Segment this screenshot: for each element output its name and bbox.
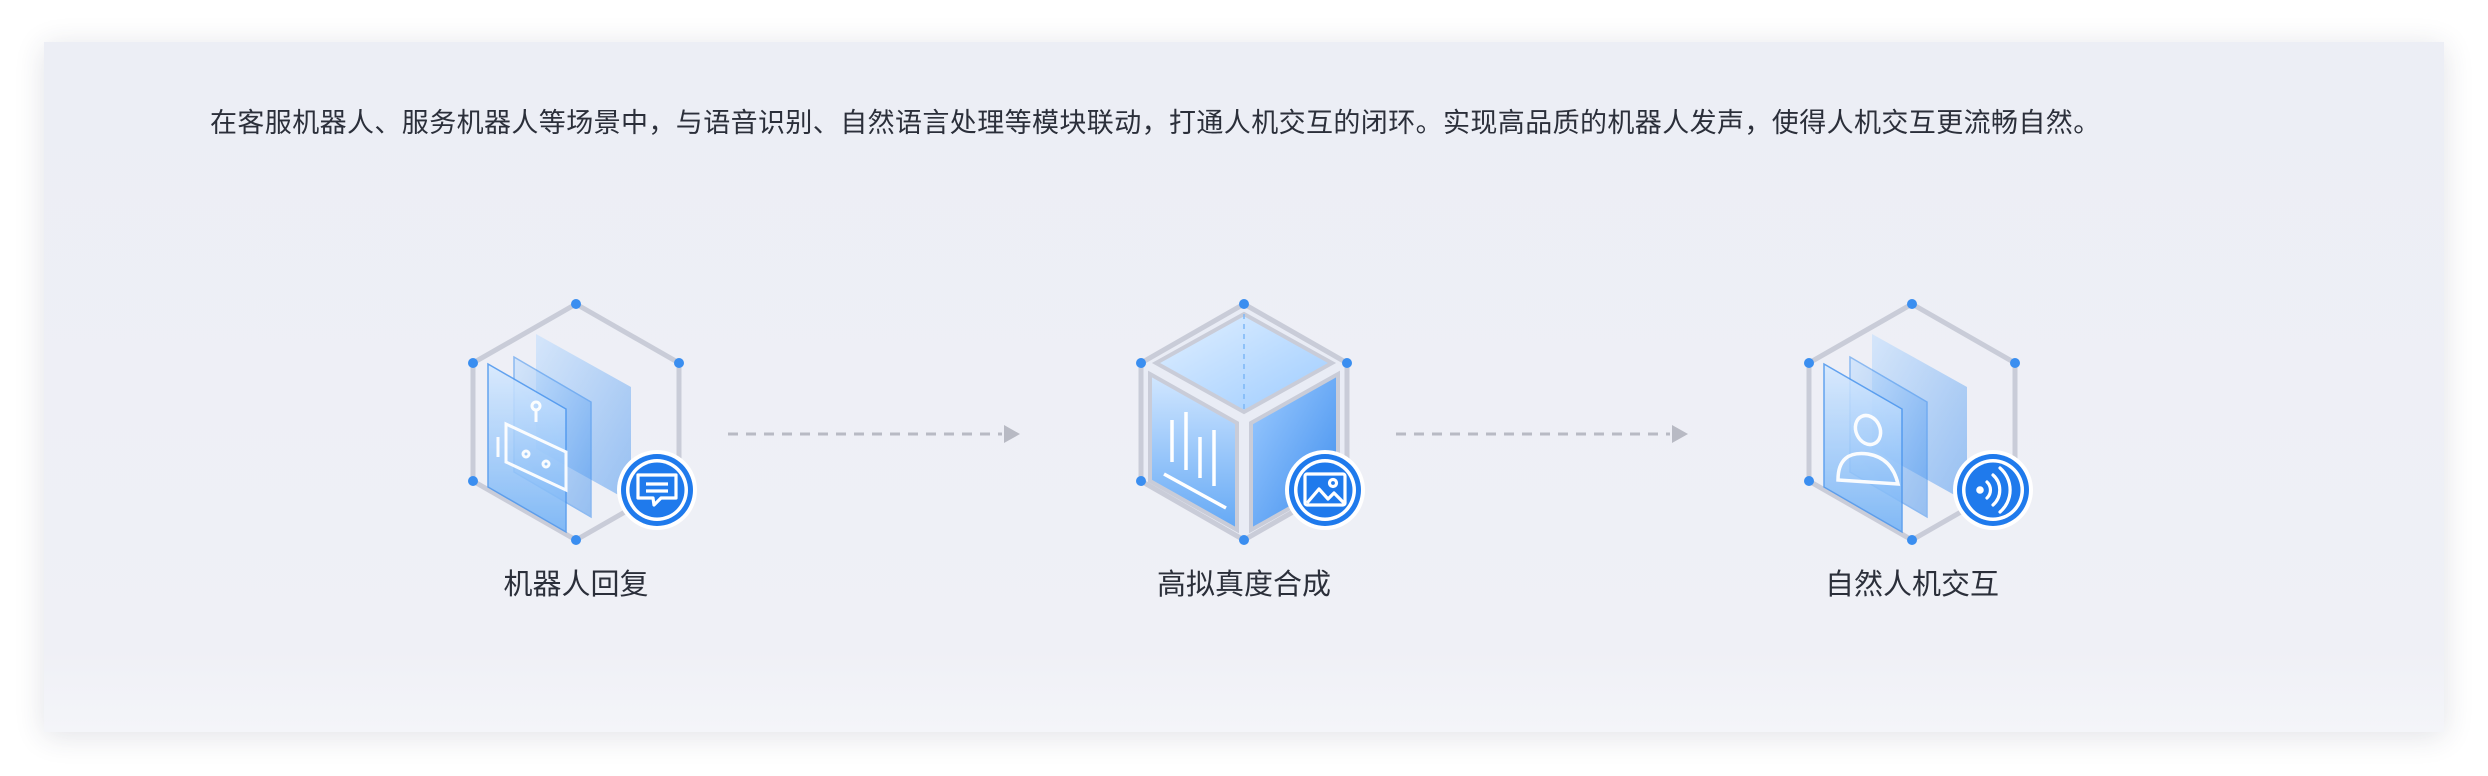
- flow-arrow-icon: [1396, 425, 1688, 443]
- scenario-description: 在客服机器人、服务机器人等场景中，与语音识别、自然语言处理等模块联动，打通人机交…: [210, 108, 2101, 139]
- step-robot-reply: 机器人回复: [426, 252, 726, 632]
- flow-arrow-icon: [728, 425, 1020, 443]
- robot-chat-icon: [468, 299, 697, 545]
- step-label: 自然人机交互: [1824, 567, 1999, 601]
- cube-image-icon: [1136, 299, 1365, 545]
- feature-card: 在客服机器人、服务机器人等场景中，与语音识别、自然语言处理等模块联动，打通人机交…: [44, 42, 2444, 732]
- step-label: 机器人回复: [503, 567, 649, 601]
- step-natural-interaction: 自然人机交互: [1762, 252, 2062, 632]
- person-voice-icon: [1804, 299, 2033, 545]
- step-label: 高拟真度合成: [1156, 567, 1331, 601]
- step-high-fidelity-synthesis: 高拟真度合成: [1094, 252, 1394, 632]
